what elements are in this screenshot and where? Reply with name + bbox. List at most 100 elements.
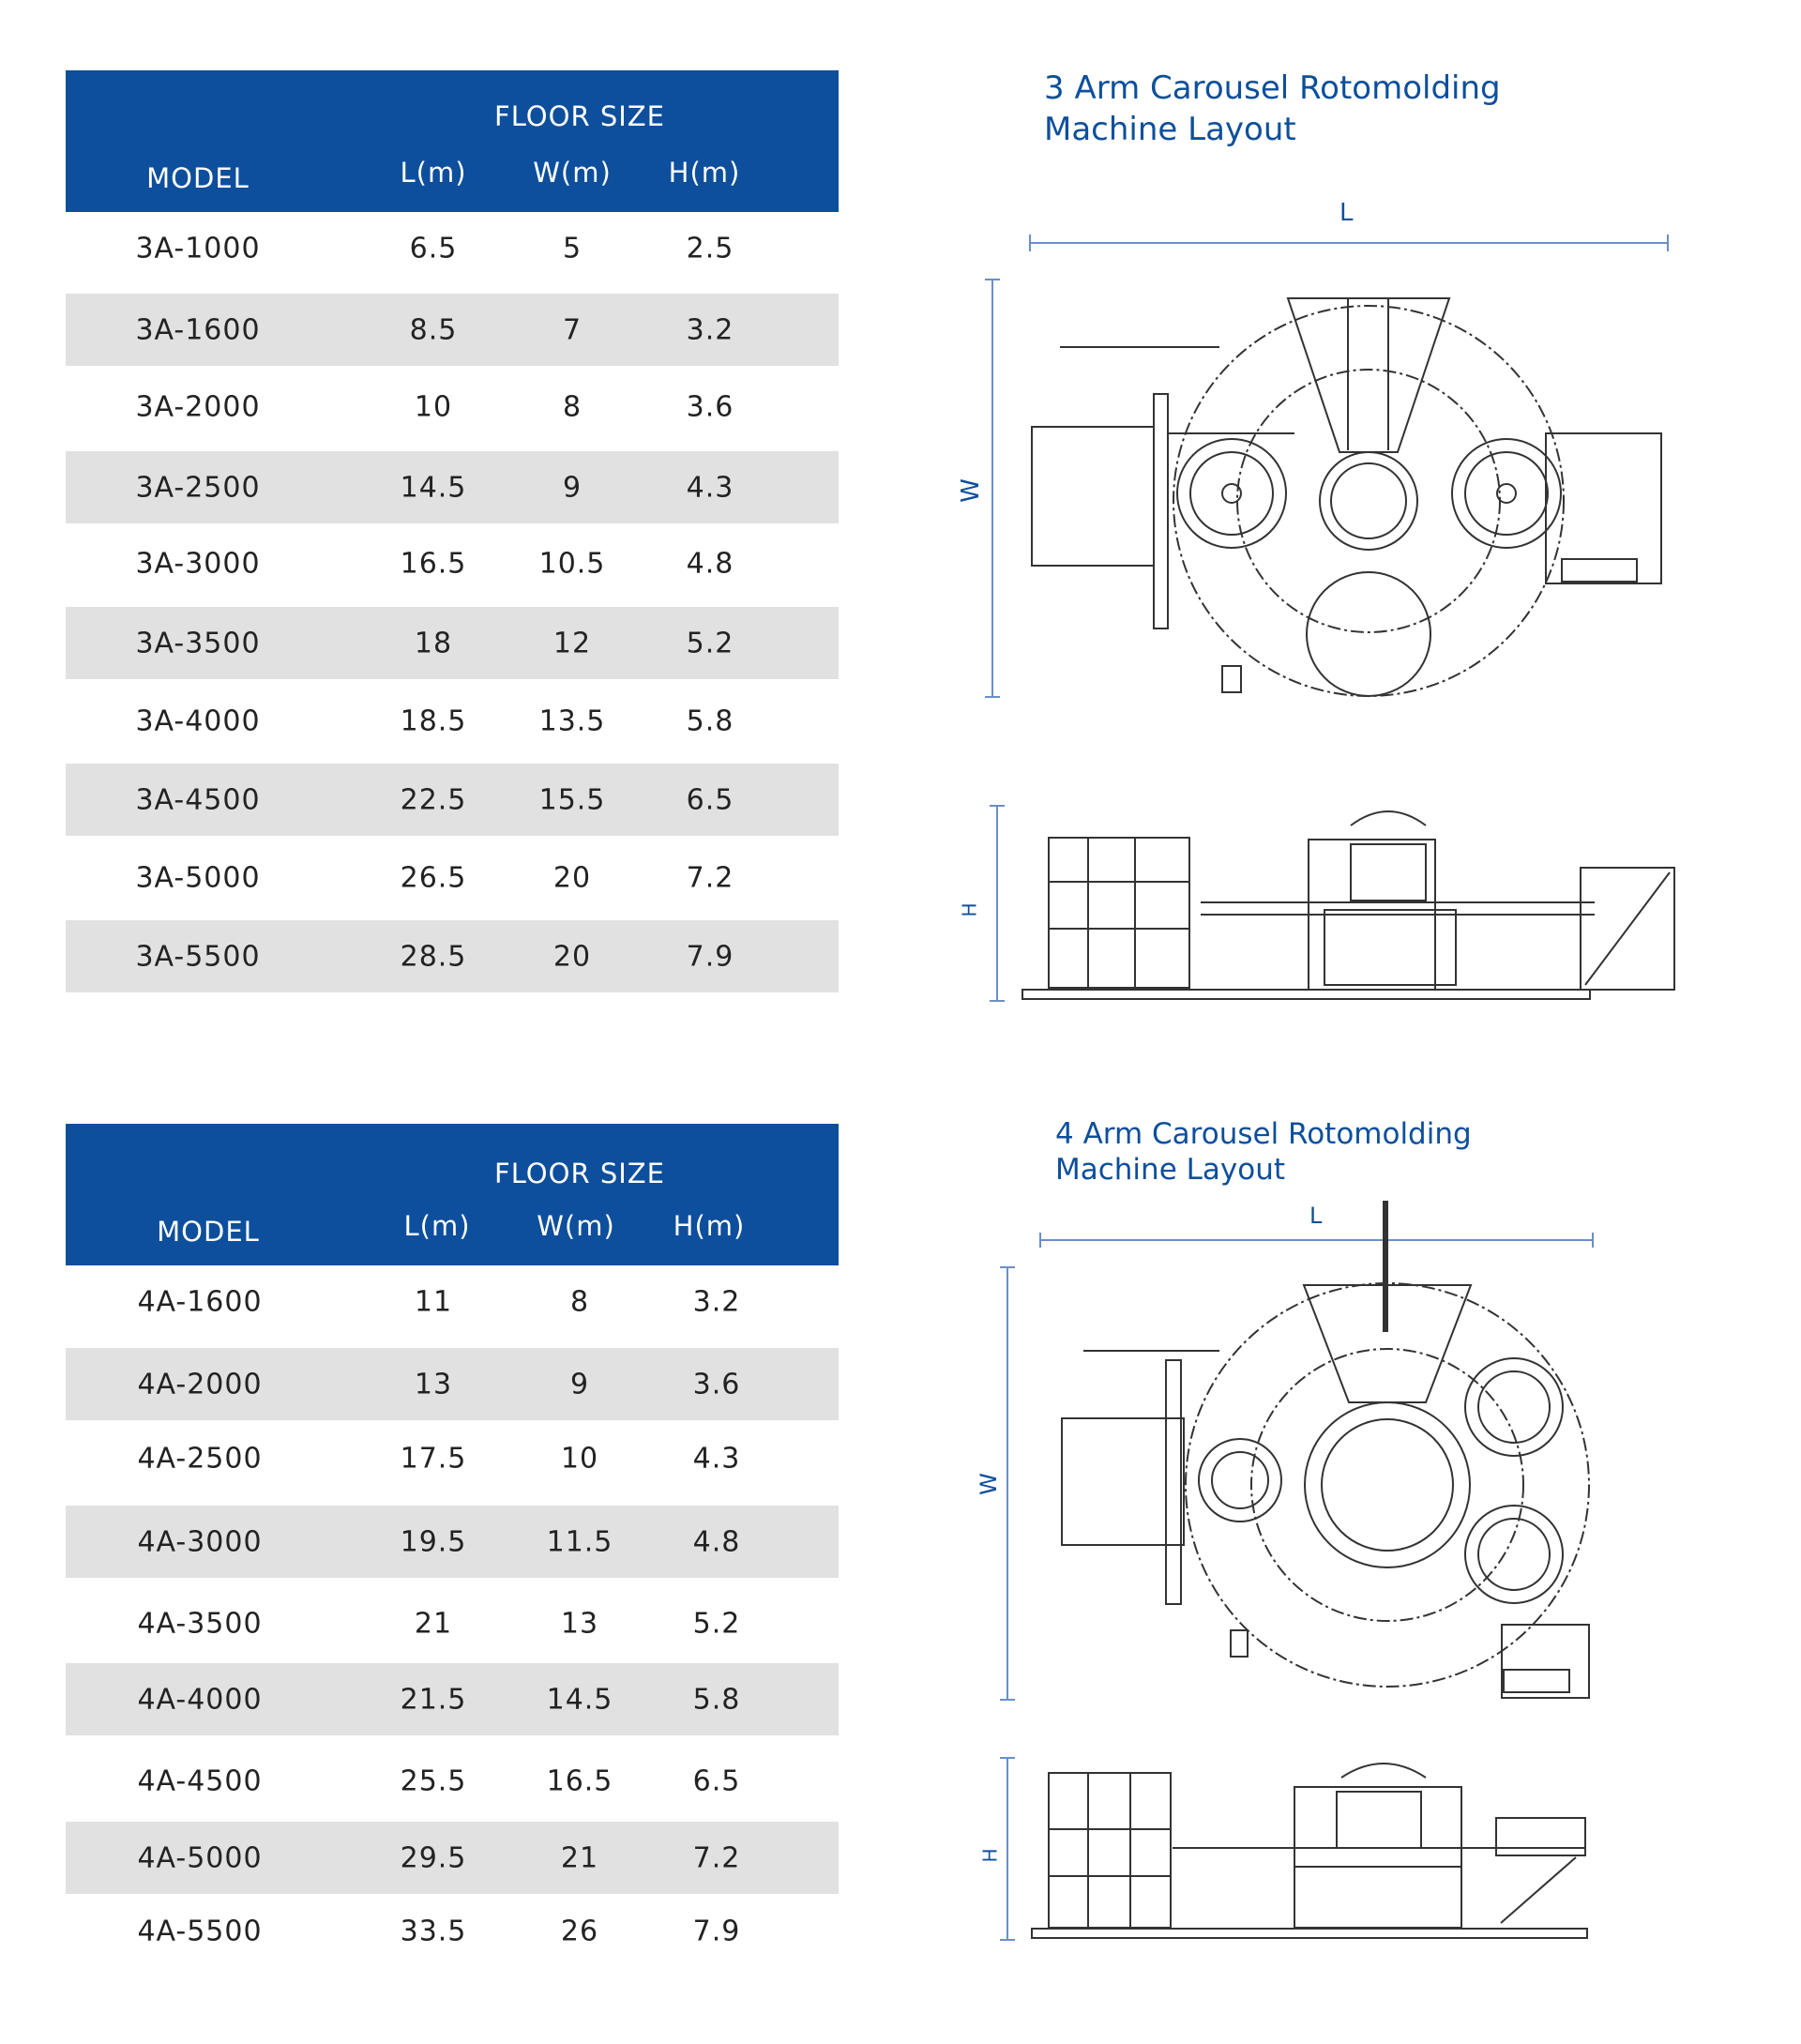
height-cell: 4.8 <box>686 547 734 580</box>
width-cell: 13 <box>560 1607 599 1640</box>
length-cell: 33.5 <box>400 1915 467 1947</box>
width-cell: 20 <box>552 940 592 973</box>
model-cell: 4A-5000 <box>137 1841 263 1874</box>
table-row: 4A-1600 11 8 3.2 <box>66 1265 839 1338</box>
height-cell: 7.9 <box>686 940 734 973</box>
width-cell: 9 <box>569 1368 590 1401</box>
length-cell: 6.5 <box>409 232 458 265</box>
title-line: Machine Layout <box>1055 1153 1286 1187</box>
dim-l-label: L <box>1339 199 1354 227</box>
height-cell: 3.6 <box>686 390 734 423</box>
model-cell: 4A-2500 <box>137 1442 263 1475</box>
h-header: H(m) <box>673 1210 746 1242</box>
title-line: 3 Arm Carousel Rotomolding <box>1044 69 1501 107</box>
table-row: 3A-2000 10 8 3.6 <box>66 371 839 443</box>
model-cell: 3A-1000 <box>135 232 261 265</box>
height-cell: 6.5 <box>686 783 734 816</box>
model-cell: 3A-2000 <box>135 390 261 423</box>
length-cell: 14.5 <box>400 471 467 504</box>
height-cell: 3.6 <box>692 1368 741 1401</box>
length-cell: 29.5 <box>400 1841 467 1874</box>
height-cell: 5.2 <box>692 1607 741 1640</box>
table-row: 3A-2500 14.5 9 4.3 <box>66 451 839 523</box>
model-cell: 3A-5500 <box>135 940 261 973</box>
model-header: MODEL <box>157 1216 260 1248</box>
width-cell: 9 <box>562 471 583 504</box>
height-cell: 7.2 <box>692 1841 741 1874</box>
length-cell: 18.5 <box>400 704 467 737</box>
width-cell: 12 <box>552 627 592 659</box>
floor-size-header: FLOOR SIZE <box>494 1158 665 1189</box>
width-cell: 7 <box>562 313 583 346</box>
height-cell: 7.9 <box>692 1915 741 1947</box>
height-cell: 6.5 <box>692 1764 741 1797</box>
h-header: H(m) <box>668 157 741 189</box>
floor-size-header: FLOOR SIZE <box>494 100 665 132</box>
model-cell: 4A-3500 <box>137 1607 263 1640</box>
length-cell: 28.5 <box>400 940 467 973</box>
length-cell: 21 <box>414 1607 453 1640</box>
table-row: 3A-1000 6.5 5 2.5 <box>66 212 839 284</box>
height-cell: 5.8 <box>692 1683 741 1716</box>
width-cell: 21 <box>560 1841 599 1874</box>
length-cell: 19.5 <box>400 1525 467 1558</box>
model-cell: 4A-4000 <box>137 1683 263 1716</box>
3-arm-side-view <box>990 805 1675 1002</box>
title-line: Machine Layout <box>1044 111 1296 148</box>
width-cell: 26 <box>560 1915 599 1947</box>
table-row: 4A-3500 21 13 5.2 <box>66 1587 839 1659</box>
table-header: FLOOR SIZE MODEL L(m) W(m) H(m) <box>66 70 839 212</box>
w-header: W(m) <box>537 1210 615 1242</box>
model-cell: 4A-2000 <box>137 1368 263 1401</box>
length-cell: 22.5 <box>400 783 467 816</box>
model-cell: 4A-4500 <box>137 1764 263 1797</box>
4-arm-plan-view <box>1000 1201 1594 1701</box>
height-cell: 7.2 <box>686 861 734 894</box>
length-cell: 11 <box>414 1285 453 1318</box>
layout-3-arm-title: 3 Arm Carousel Rotomolding Machine Layou… <box>1044 68 1501 150</box>
height-cell: 4.8 <box>692 1525 741 1558</box>
4-arm-side-view <box>1000 1757 1588 1941</box>
model-cell: 3A-2500 <box>135 471 261 504</box>
height-cell: 3.2 <box>686 313 734 346</box>
length-cell: 13 <box>414 1368 453 1401</box>
table-row: 4A-2000 13 9 3.6 <box>66 1348 839 1420</box>
model-cell: 3A-3000 <box>135 547 261 580</box>
length-cell: 26.5 <box>400 861 467 894</box>
model-cell: 4A-1600 <box>137 1285 263 1318</box>
length-cell: 25.5 <box>400 1764 467 1797</box>
length-cell: 16.5 <box>400 547 467 580</box>
length-cell: 10 <box>414 390 453 423</box>
width-cell: 11.5 <box>546 1525 613 1558</box>
width-cell: 8 <box>569 1285 590 1318</box>
width-cell: 10 <box>560 1442 599 1475</box>
3-arm-plan-view <box>985 235 1669 698</box>
table-header: FLOOR SIZE MODEL L(m) W(m) H(m) <box>66 1124 839 1265</box>
height-cell: 4.3 <box>686 471 734 504</box>
w-header: W(m) <box>533 157 612 189</box>
model-cell: 3A-1600 <box>135 313 261 346</box>
width-cell: 8 <box>562 390 583 423</box>
table-row: 3A-1600 8.5 7 3.2 <box>66 294 839 366</box>
height-cell: 2.5 <box>686 232 734 265</box>
model-cell: 3A-4500 <box>135 783 261 816</box>
dim-l-label: L <box>1309 1203 1323 1229</box>
width-cell: 20 <box>552 861 592 894</box>
l-header: L(m) <box>403 1210 471 1242</box>
length-cell: 8.5 <box>409 313 458 346</box>
height-cell: 3.2 <box>692 1285 741 1318</box>
length-cell: 18 <box>414 627 453 659</box>
title-line: 4 Arm Carousel Rotomolding <box>1055 1117 1472 1151</box>
width-cell: 5 <box>562 232 583 265</box>
height-cell: 5.8 <box>686 704 734 737</box>
